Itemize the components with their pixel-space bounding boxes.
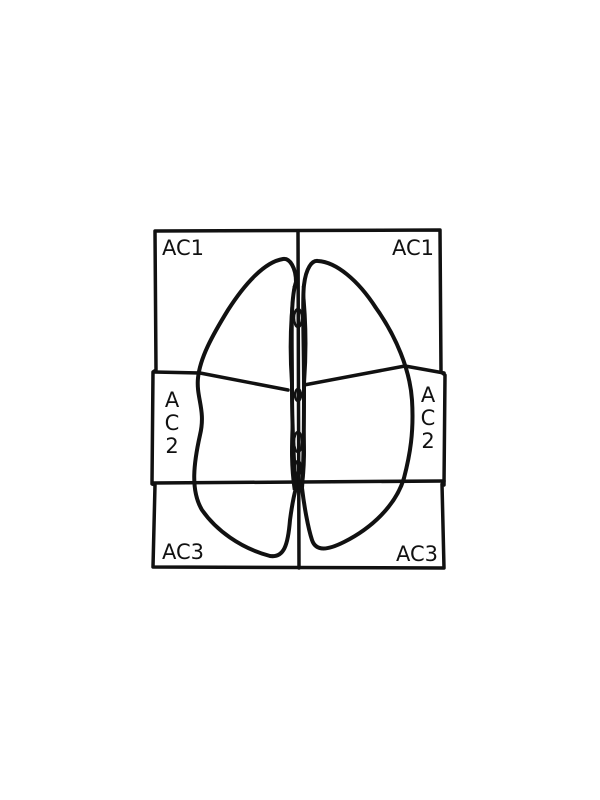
label-ac1-left: AC1 (162, 236, 204, 260)
midline-opening-lower (292, 430, 304, 454)
right-hemisphere-outline (300, 258, 415, 551)
label-ac2-right-a: A (421, 383, 436, 407)
midline-opening-bottom (293, 459, 303, 477)
label-ac2-right-2: 2 (421, 429, 434, 453)
label-ac2-left-a: A (165, 388, 180, 412)
label-ac1-right: AC1 (392, 236, 434, 260)
label-ac3-left: AC3 (162, 540, 204, 564)
label-ac2-right-c: C (421, 406, 436, 430)
lower-horizontal-divider (151, 479, 446, 485)
left-hemisphere-outline (192, 256, 298, 559)
midline-fissure-left (288, 285, 296, 491)
midline-opening-middle (293, 387, 303, 403)
label-ac3-right: AC3 (396, 542, 438, 566)
midline-fissure-right (300, 285, 308, 491)
label-ac2-left-c: C (165, 411, 180, 435)
label-ac2-left-2: 2 (165, 434, 178, 458)
midline-opening-upper (292, 307, 304, 329)
